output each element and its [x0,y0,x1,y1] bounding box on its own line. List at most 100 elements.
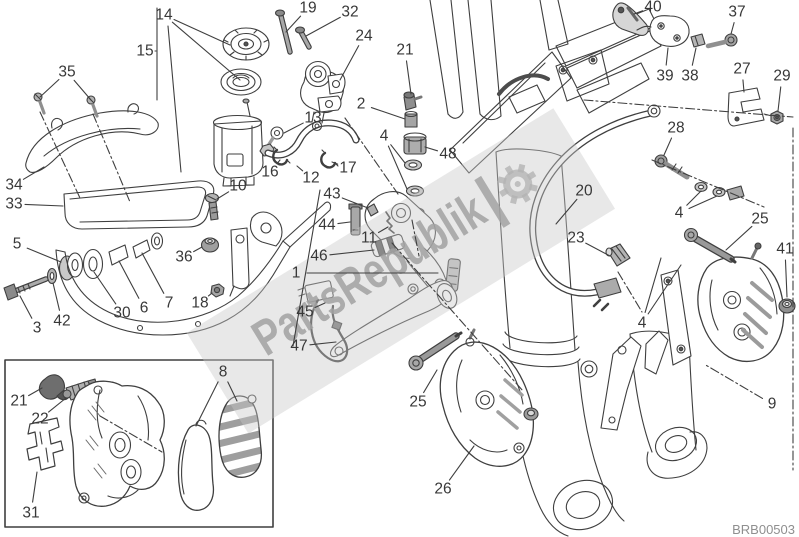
leader-line-41 [784,259,788,298]
leader-line-21 [405,60,412,95]
callout-7: 7 [165,295,174,312]
callout-32: 32 [341,4,358,21]
leader-line-18 [207,292,213,297]
part-washer-41 [778,298,796,314]
leader-line-45 [314,302,326,309]
part-bushing [150,232,164,250]
watermark-separator-bar [474,175,511,228]
part-bolt-37 [705,33,738,49]
callout-30: 30 [113,305,131,322]
part-screw-10 [204,192,220,221]
callout-40: 40 [644,0,662,16]
part-hose-12 [264,119,360,159]
leader-line-26 [448,445,475,481]
callout-17: 17 [339,160,356,177]
part-spacer-38 [690,33,706,48]
construction-line [344,117,399,195]
callout-4: 4 [380,128,389,145]
part-disc-30 [82,248,104,280]
part-fitting-2 [404,110,418,128]
leader-line-3 [19,295,33,319]
construction-line [167,25,182,173]
callout-21: 21 [396,42,413,59]
part-clamp-17 [320,149,339,169]
callout-44: 44 [318,217,336,234]
construction-line [391,242,524,392]
callout-11: 11 [361,230,377,247]
leader-line-37 [730,22,735,35]
leader-line-36 [193,246,203,253]
leader-line-14 [173,19,231,46]
leader-line-5 [26,247,62,263]
part-master-cylinder-24 [300,60,346,132]
callout-16: 16 [261,164,278,181]
callout-25: 25 [751,211,768,228]
leader-line-23 [585,242,611,257]
part-fitting-23 [605,243,631,267]
callout-35: 35 [58,64,75,81]
callout-28: 28 [667,120,684,137]
construction-line [583,99,794,118]
part-frame-tab [229,227,250,297]
leader-line-4 [390,144,406,164]
part-pad-spring-31 [26,417,64,471]
callout-31: 31 [22,505,39,522]
part-visor-34 [25,103,159,173]
leader-line-44 [337,221,351,225]
part-pivot-block [249,211,283,247]
part-brake-pad-plain-8 [177,419,215,511]
callout-26: 26 [434,481,451,498]
callout-4: 4 [638,315,647,332]
leader-line-27 [742,79,745,93]
leader-line-43 [341,197,369,209]
leader-line-19 [285,15,302,33]
callout-41: 41 [776,241,793,258]
part-handguard-frame [55,201,332,336]
callout-10: 10 [229,178,247,195]
part-spring-11 [385,211,395,234]
callout-9: 9 [768,396,777,413]
callout-29: 29 [773,68,790,85]
leader-line-4 [686,190,702,206]
leader-line-12 [296,165,304,172]
part-washers-4-right [694,181,745,201]
part-spacer-5 [58,252,84,281]
leader-line-13 [283,122,304,134]
callout-42: 42 [53,313,70,330]
part-wedge-7 [132,239,151,259]
part-washer-42 [46,267,58,285]
part-diaphragm-14 [220,68,262,96]
callout-4: 4 [675,205,684,222]
leader-line-42 [52,282,61,311]
part-bolt-28 [654,154,690,180]
part-fitting-48 [403,132,427,155]
callout-21: 21 [10,393,27,410]
part-brake-pad-friction-8 [218,394,263,478]
part-caliper-inset [69,380,165,507]
callout-46: 46 [310,248,327,265]
part-lever-blade-47 [329,280,458,358]
callout-39: 39 [656,68,673,85]
callout-43: 43 [323,186,340,203]
leader-line-25 [725,225,753,251]
callout-23: 23 [567,230,584,247]
leader-line-34 [22,166,45,180]
construction-line [39,111,81,199]
callout-45: 45 [296,304,313,321]
part-bleed-valve-21 [403,91,423,111]
callout-1: 1 [292,265,301,282]
leader-line-6 [118,260,140,299]
construction-line [99,415,163,453]
callout-13: 13 [304,110,321,127]
leader-line-30 [93,271,117,305]
leader-line-4 [688,195,718,210]
leader-line-11 [377,226,389,234]
part-bolt-25-right [683,227,737,264]
leader-line-48 [424,146,439,152]
construction-line [651,159,765,208]
callout-22: 22 [31,411,48,428]
part-frame-beams [449,0,662,174]
leader-line-28 [663,137,673,156]
